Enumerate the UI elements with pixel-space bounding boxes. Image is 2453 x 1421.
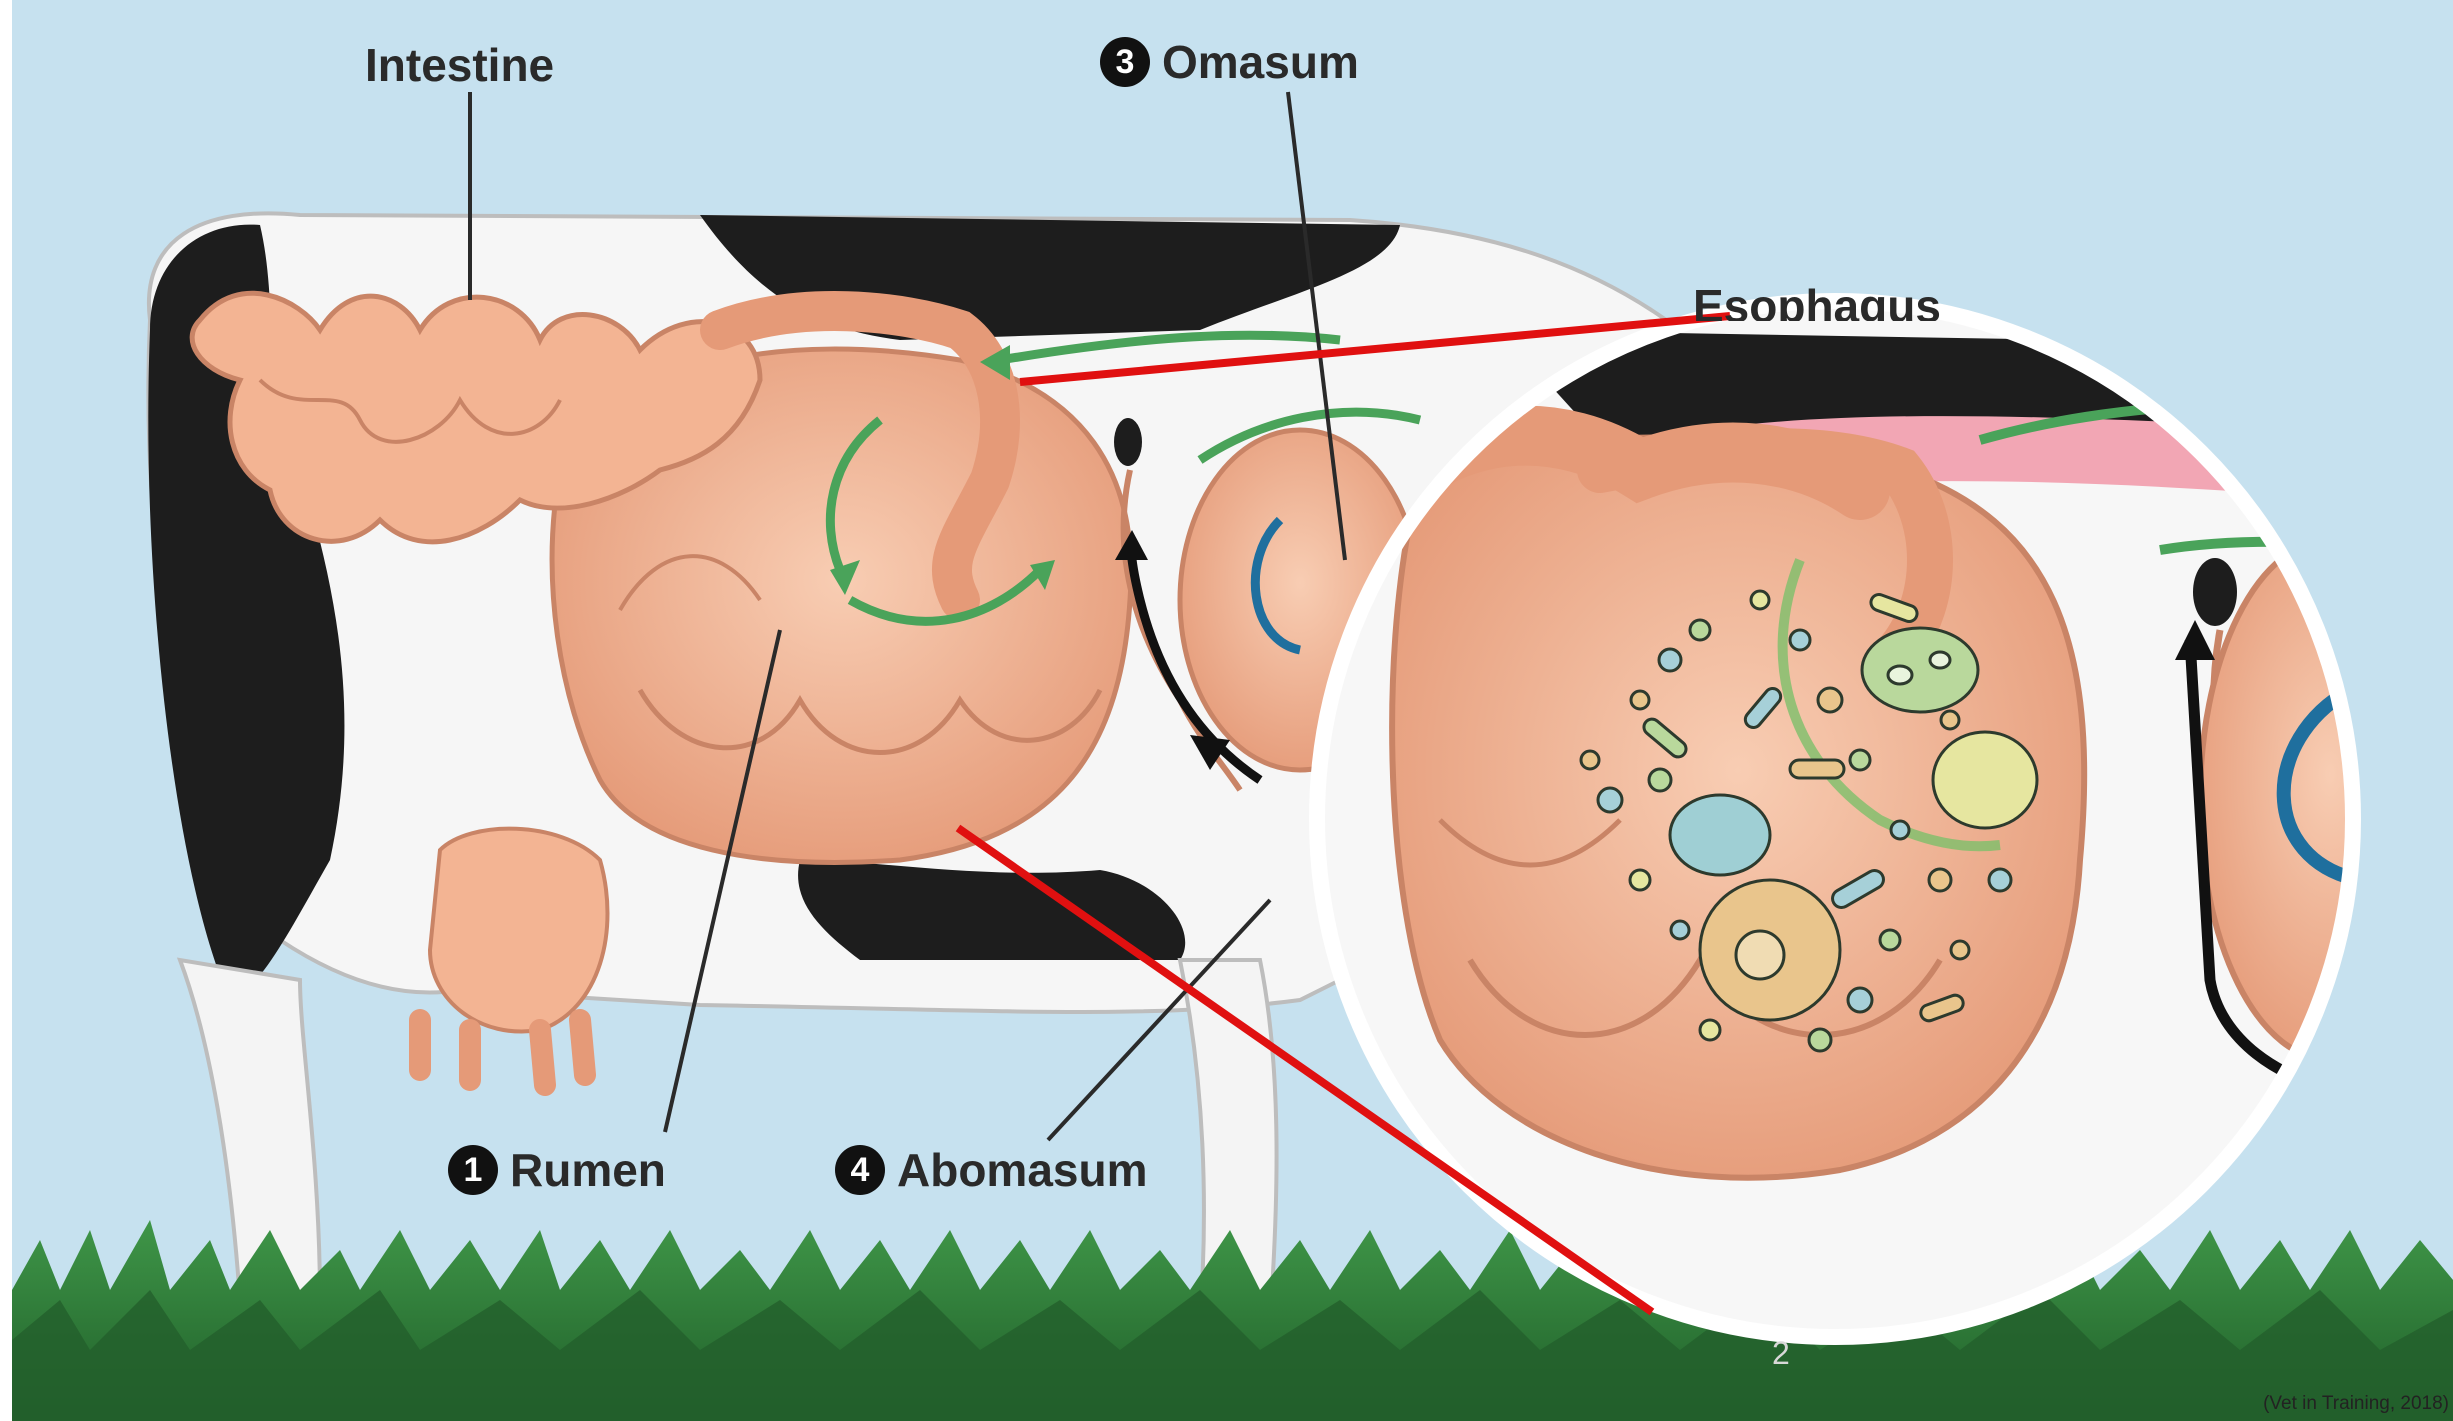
left-white-margin xyxy=(0,0,12,1421)
intestine-label: Intestine xyxy=(365,42,554,88)
source-citation: (Vet in Training, 2018) xyxy=(2263,1393,2449,1415)
esophagus-label: Esophagus xyxy=(1693,283,1941,321)
rumen-number-badge: 1 xyxy=(448,1145,498,1195)
abomasum-number-badge: 4 xyxy=(835,1145,885,1195)
slide-page-number: 2 xyxy=(1772,1335,1790,1372)
abomasum-label: Abomasum xyxy=(897,1147,1147,1193)
rumen-label-group: 1 Rumen xyxy=(448,1145,666,1195)
omasum-number-badge: 3 xyxy=(1100,37,1150,87)
omasum-label-group: 3 Omasum xyxy=(1100,37,1359,87)
abomasum-label-group: 4 Abomasum xyxy=(835,1145,1147,1195)
omasum-label: Omasum xyxy=(1162,39,1359,85)
protozoa-ciliate xyxy=(1933,732,2037,828)
udder xyxy=(430,829,608,1032)
protozoa-large xyxy=(1862,628,1978,712)
rumen-label: Rumen xyxy=(510,1147,666,1193)
